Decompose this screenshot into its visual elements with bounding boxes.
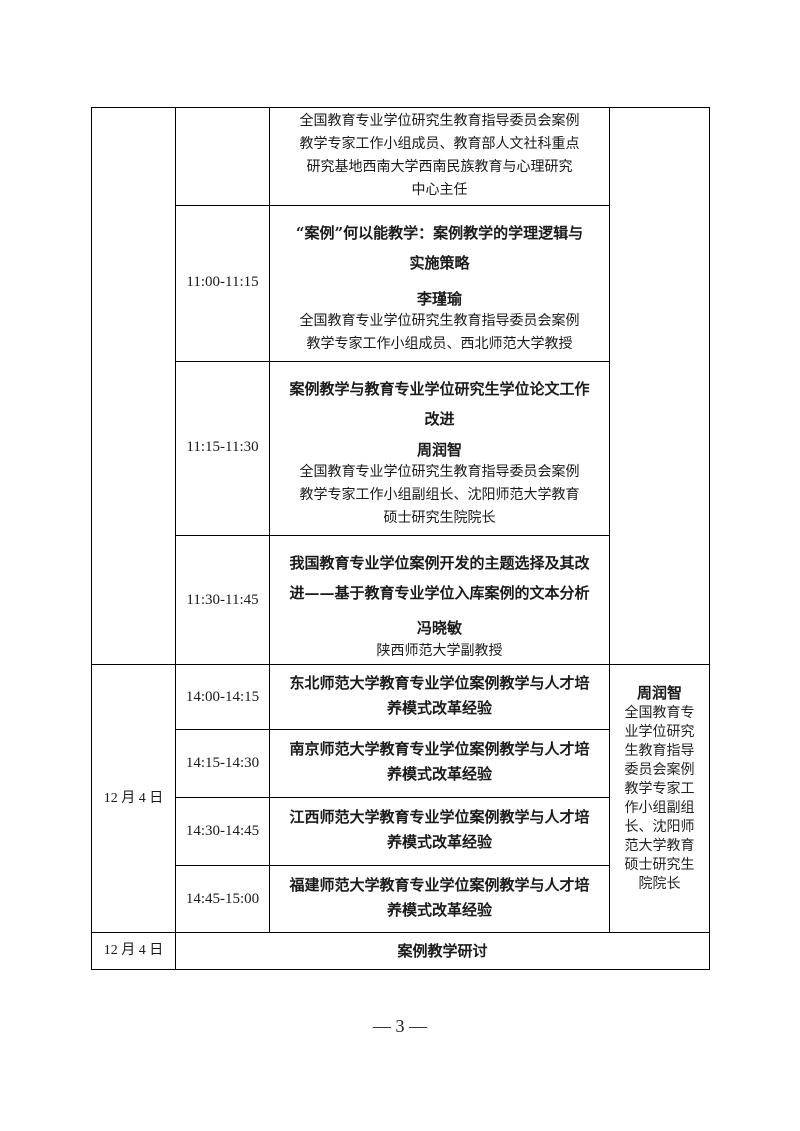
row-divider-7 bbox=[175, 865, 610, 866]
row-divider-6 bbox=[175, 797, 610, 798]
row-divider-3 bbox=[175, 535, 610, 536]
session-title: 案例教学研讨 bbox=[397, 942, 488, 960]
row-divider-4 bbox=[91, 664, 710, 665]
speaker-name: 冯晓敏 bbox=[416, 619, 462, 637]
session-title: 南京师范大学教育专业学位案例教学与人才培 养模式改革经验 bbox=[289, 740, 590, 783]
speaker-name: 李瑾瑜 bbox=[416, 290, 462, 308]
talk-title: “案例”何以能教学：案例教学的学理逻辑与 实施策略 bbox=[295, 224, 584, 272]
host-desc: 全国教育专 业学位研究 生教育指导 委员会案例 教学专家工 作小组副组 长、沈阳… bbox=[624, 705, 695, 892]
row-divider-5 bbox=[175, 729, 610, 730]
session-title: 东北师范大学教育专业学位案例教学与人才培 养模式改革经验 bbox=[289, 674, 590, 717]
table-border-right bbox=[709, 107, 710, 969]
session-time: 14:15-14:30 bbox=[185, 755, 260, 771]
session-time: 11:00-11:15 bbox=[186, 274, 259, 290]
session-time: 11:15-11:30 bbox=[186, 439, 259, 455]
table-border-bottom bbox=[91, 969, 710, 970]
table-divider-date-final bbox=[175, 932, 176, 969]
talk-title: 案例教学与教育专业学位研究生学位论文工作 改进 bbox=[289, 380, 590, 428]
row-divider-2 bbox=[175, 361, 610, 362]
session-time: 11:30-11:45 bbox=[186, 592, 259, 608]
session-time: 14:00-14:15 bbox=[185, 689, 260, 705]
speaker-desc: 全国教育专业学位研究生教育指导委员会案例 教学专家工作小组成员、教育部人文社科重… bbox=[299, 113, 580, 198]
talk-title: 我国教育专业学位案例开发的主题选择及其改 进——基于教育专业学位入库案例的文本分… bbox=[289, 554, 590, 602]
session-title: 福建师范大学教育专业学位案例教学与人才培 养模式改革经验 bbox=[289, 876, 590, 919]
table-border-left bbox=[91, 107, 92, 969]
table-border-top bbox=[91, 107, 710, 108]
session-date: 12 月 4 日 bbox=[103, 943, 164, 958]
session-time: 14:45-15:00 bbox=[185, 891, 260, 907]
speaker-desc: 陕西师范大学副教授 bbox=[376, 643, 503, 659]
table-divider-time-content bbox=[269, 107, 270, 932]
speaker-desc: 全国教育专业学位研究生教育指导委员会案例 教学专家工作小组副组长、沈阳师范大学教… bbox=[299, 464, 580, 526]
session-date: 12 月 4 日 bbox=[103, 791, 164, 806]
session-title: 江西师范大学教育专业学位案例教学与人才培 养模式改革经验 bbox=[289, 808, 590, 851]
session-time: 14:30-14:45 bbox=[185, 823, 260, 839]
row-divider-1 bbox=[175, 205, 610, 206]
speaker-name: 周润智 bbox=[416, 441, 462, 459]
page-number: — 3 — bbox=[373, 1016, 427, 1036]
table-divider-content-host bbox=[609, 107, 610, 932]
speaker-desc: 全国教育专业学位研究生教育指导委员会案例 教学专家工作小组成员、西北师范大学教授 bbox=[299, 313, 580, 352]
row-divider-8 bbox=[91, 932, 710, 933]
host-name: 周润智 bbox=[636, 684, 682, 702]
table-divider-time bbox=[175, 107, 176, 932]
